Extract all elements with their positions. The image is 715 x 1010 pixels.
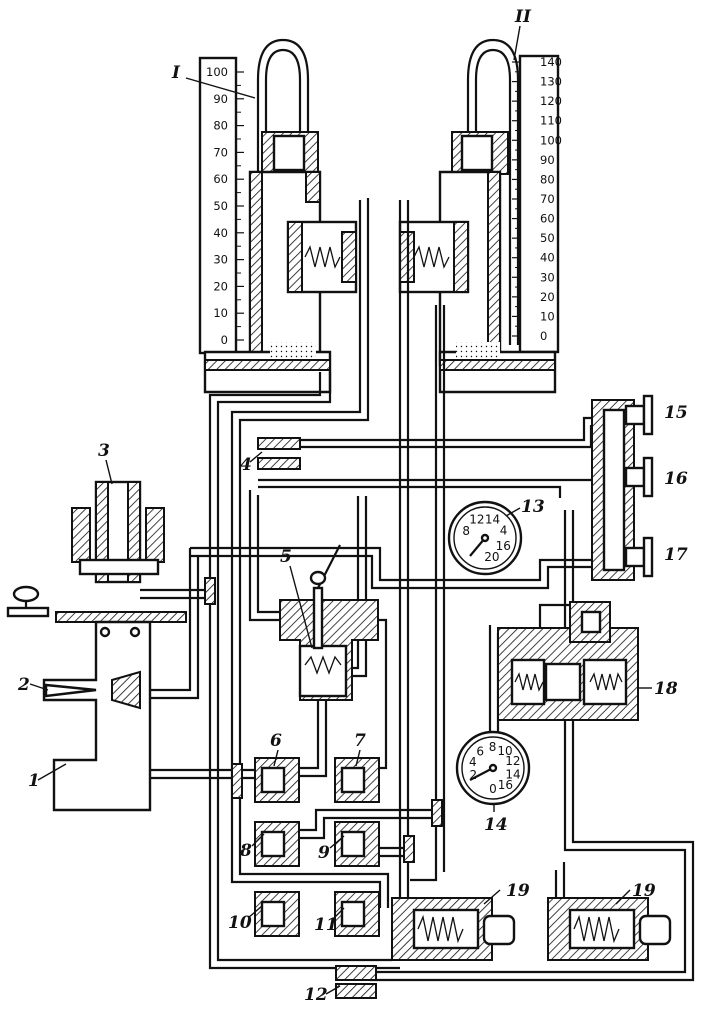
label-12: 12 [304, 985, 328, 1005]
scale-label: 70 [540, 192, 555, 206]
lever-valve-5 [279, 544, 379, 701]
label-11: 11 [314, 915, 338, 935]
valve-10 [254, 891, 300, 937]
scale-label: 60 [540, 212, 555, 226]
label-8: 8 [239, 841, 252, 861]
scale-label: 80 [213, 119, 228, 133]
scale-label: 10 [540, 309, 555, 323]
manometer-ii-label: II [514, 7, 532, 27]
label-19-right: 19 [632, 881, 656, 901]
scale-label: 100 [540, 133, 562, 147]
scale-label: 120 [540, 94, 562, 108]
scale-label: 130 [540, 75, 562, 89]
label-14: 14 [484, 815, 508, 835]
label-7: 7 [354, 731, 366, 751]
label-18: 18 [654, 679, 678, 699]
scale-label: 0 [540, 329, 547, 343]
scale-label: 90 [540, 153, 555, 167]
pump-19-right [547, 897, 672, 961]
regulator-18 [497, 601, 639, 721]
valve-6 [254, 757, 300, 803]
scale-label: 40 [213, 226, 228, 240]
valve-17 [624, 536, 654, 578]
scale-label: 80 [540, 172, 555, 186]
manometer-i-scale-board [198, 56, 238, 355]
dial-label: 6 [476, 744, 484, 758]
scale-label: 50 [213, 199, 228, 213]
dial-label: 0 [489, 782, 497, 796]
label-5: 5 [280, 547, 292, 567]
label-17: 17 [664, 545, 688, 565]
dial-label: 14 [485, 512, 500, 526]
dial-label: 12 [469, 513, 484, 527]
scale-label: 10 [213, 306, 228, 320]
label-2: 2 [17, 675, 30, 695]
label-19-left: 19 [506, 881, 530, 901]
manometer-ii-scale-board [518, 54, 560, 354]
pump-19-left [391, 897, 516, 961]
scale-label: 20 [540, 290, 555, 304]
label-9: 9 [318, 843, 330, 863]
valve-15 [624, 394, 654, 436]
scale-label: 30 [213, 253, 228, 267]
valve-9 [334, 821, 380, 867]
scale-label: 0 [221, 333, 228, 347]
label-15: 15 [664, 403, 688, 423]
scale-label: 110 [540, 114, 562, 128]
scale-label: 90 [213, 92, 228, 106]
scale-label: 40 [540, 251, 555, 265]
dial-label: 8 [489, 740, 497, 754]
label-6: 6 [270, 731, 282, 751]
dial-label: 16 [496, 539, 511, 553]
dial-label: 10 [497, 744, 512, 758]
label-10: 10 [228, 913, 252, 933]
small-valves [254, 437, 380, 999]
manometer-i-label: I [171, 63, 181, 83]
valve-4 [257, 437, 301, 470]
valve-8 [254, 821, 300, 867]
label-3: 3 [98, 441, 110, 461]
scale-label: 30 [540, 270, 555, 284]
scale-label: 140 [540, 55, 562, 69]
dial-label: 2 [469, 768, 477, 782]
dial-label: 12 [505, 754, 520, 768]
dial-label: 8 [462, 524, 470, 538]
dial-label: 16 [498, 778, 513, 792]
dial-label: 4 [469, 755, 477, 769]
label-16: 16 [664, 469, 688, 489]
scale-label: 70 [213, 145, 228, 159]
dial-label: 4 [500, 524, 508, 538]
valve-bank [591, 394, 654, 581]
label-4: 4 [240, 455, 252, 475]
valve-12 [335, 965, 377, 999]
scale-label: 20 [213, 279, 228, 293]
scale-label: 100 [206, 65, 228, 79]
valve-16 [624, 456, 654, 498]
dial-label: 20 [484, 550, 499, 564]
label-13: 13 [521, 497, 545, 517]
valve-7 [334, 757, 380, 803]
part-labels: 1 2 3 4 5 6 7 8 9 10 11 12 13 14 15 16 1… [17, 403, 688, 1005]
label-1: 1 [28, 771, 40, 791]
dial-label: 14 [505, 767, 520, 781]
scale-label: 60 [213, 172, 228, 186]
mixer-assembly [6, 480, 187, 812]
valve-11 [334, 891, 380, 937]
scale-label: 50 [540, 231, 555, 245]
